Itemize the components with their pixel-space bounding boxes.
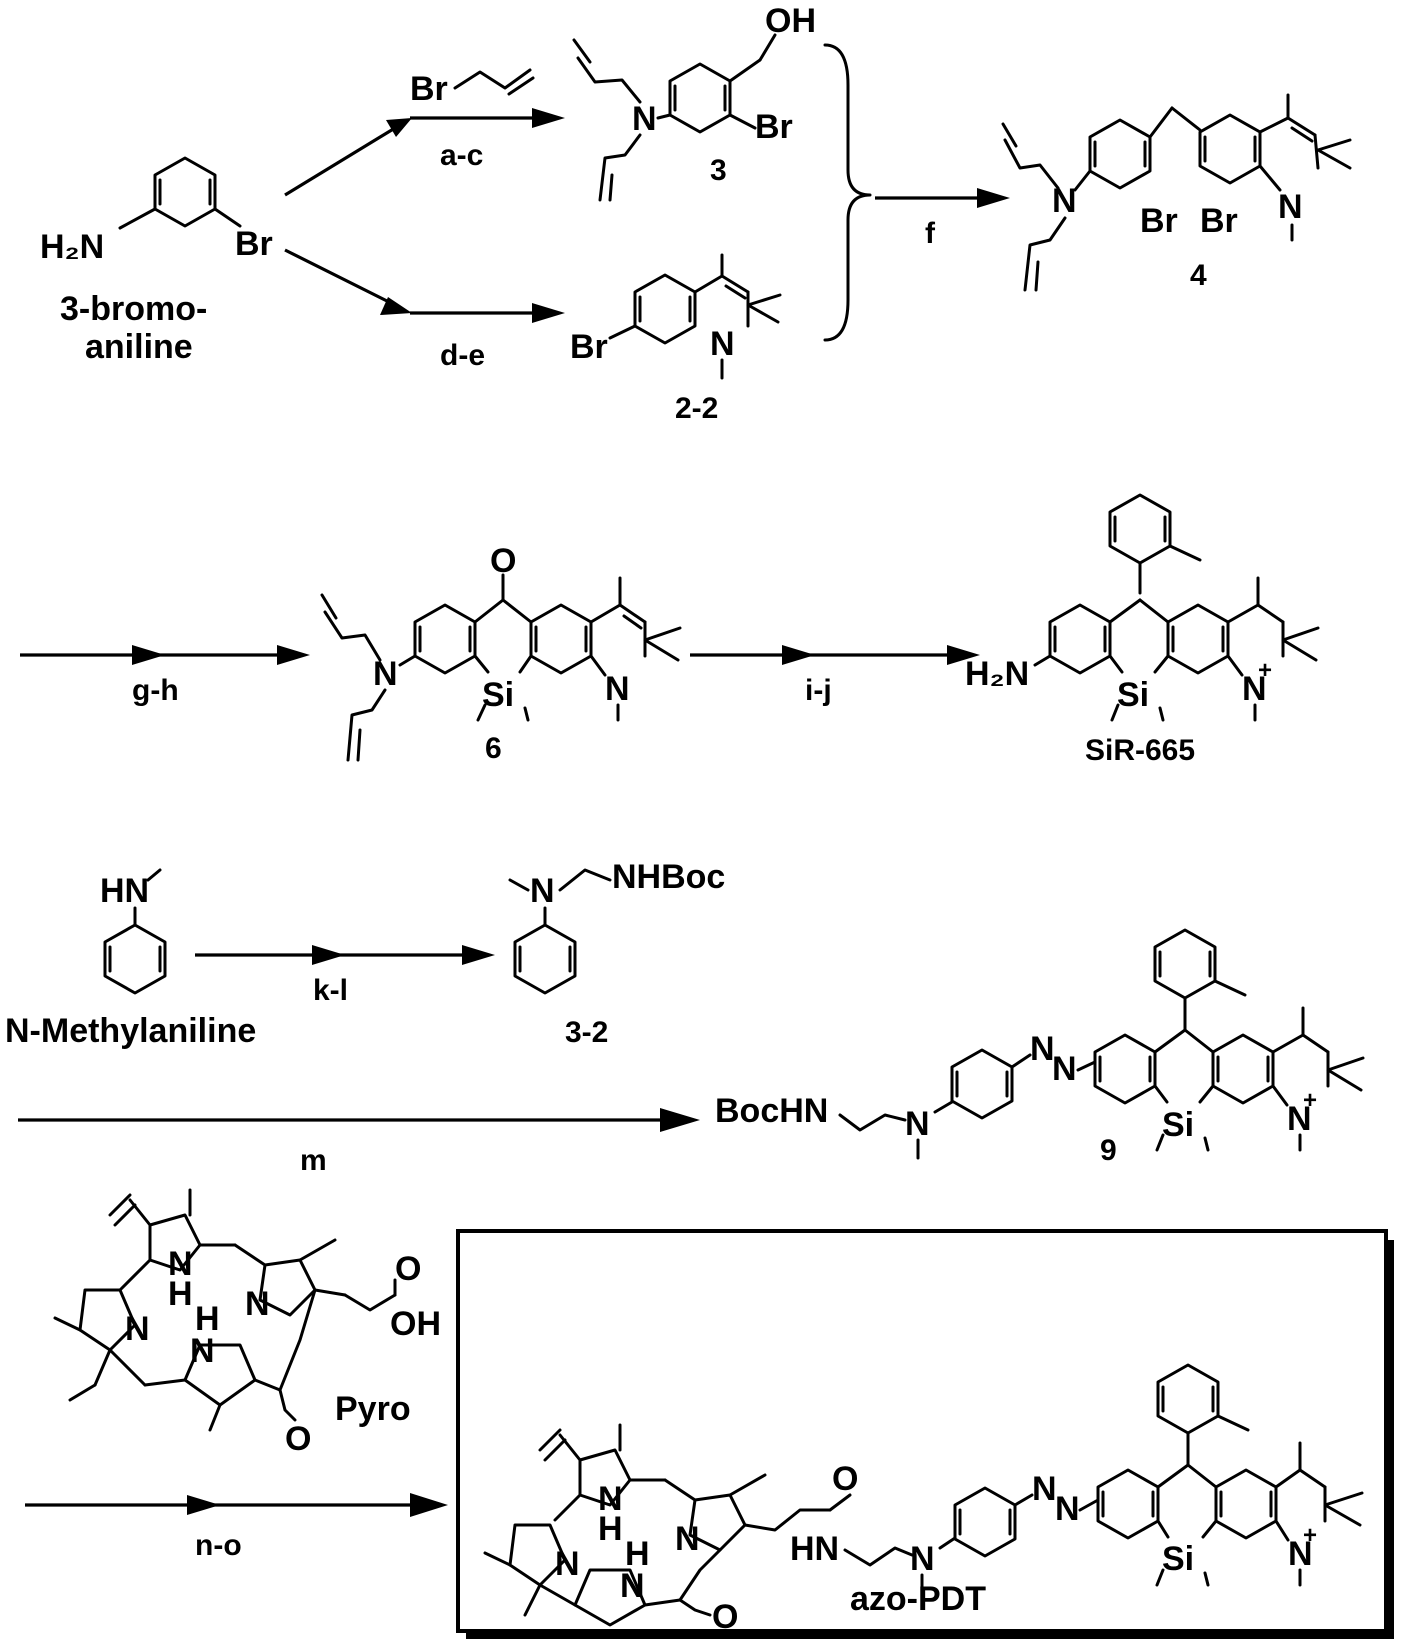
reagent-label-ij: i-j bbox=[805, 674, 832, 707]
compound-4: N Br Br N 4 bbox=[1001, 93, 1352, 292]
compound-number-6: 6 bbox=[485, 732, 502, 765]
cation-plus-label: + bbox=[1303, 1087, 1317, 1114]
pyrrole-nitrogen-1: N bbox=[598, 1480, 623, 1518]
reagent-label-m: m bbox=[300, 1144, 327, 1177]
pyrrole-hydrogen-1: H bbox=[168, 1275, 193, 1313]
nitrogen-ring-label: N bbox=[1278, 188, 1303, 226]
compound-2-2: N Br 2-2 bbox=[570, 253, 782, 425]
reagent-label-f: f bbox=[925, 217, 936, 250]
compound-number-2-2: 2-2 bbox=[675, 392, 718, 425]
amine-nitrogen-label: N bbox=[910, 1540, 935, 1578]
nitrogen-ring-label: N bbox=[605, 670, 630, 708]
compound-pyro: N H O OH N N H N O Pyro bbox=[53, 1188, 441, 1458]
product-box-azo-pdt: N H N O HN N N N S bbox=[456, 1229, 1394, 1639]
imine-nitrogen-3: N bbox=[555, 1545, 580, 1583]
bochn-label: BocHN bbox=[715, 1092, 828, 1130]
pyrrole-hydrogen-4: H bbox=[625, 1535, 650, 1573]
arrow-gh: g-h bbox=[20, 645, 310, 707]
silicon-label: Si bbox=[1162, 1106, 1194, 1144]
amine-label: HN bbox=[100, 872, 149, 910]
compound-n-methylaniline: HN N-Methylaniline bbox=[5, 868, 256, 1050]
compound-6: O Si N N 6 bbox=[320, 542, 682, 765]
compound-name-n-methylaniline: N-Methylaniline bbox=[5, 1012, 256, 1050]
compound-3-bromoaniline: H₂N Br 3-bromo- aniline bbox=[40, 156, 273, 366]
compound-number-3: 3 bbox=[710, 154, 727, 187]
silicon-label: Si bbox=[1117, 676, 1149, 714]
reagent-allyl-bromide: Br bbox=[410, 70, 448, 108]
compound-number-4: 4 bbox=[1190, 259, 1207, 292]
compound-3-2: N NHBoc 3-2 bbox=[508, 858, 725, 1049]
reagent-label-no: n-o bbox=[195, 1529, 242, 1562]
arrow-ij: i-j bbox=[690, 645, 980, 707]
compound-9: BocHN N N N Si N bbox=[715, 928, 1365, 1167]
compound-sir-665: Si N + H₂N SiR-665 bbox=[965, 493, 1320, 767]
pyrrole-nitrogen-4: N bbox=[190, 1332, 215, 1370]
nitrogen-label: N bbox=[373, 655, 398, 693]
ketone-oxygen-label: O bbox=[712, 1598, 738, 1636]
reagent-label-de: d-e bbox=[440, 339, 485, 372]
converging-brace: f bbox=[823, 43, 1010, 342]
azo-nitrogen-1: N bbox=[1032, 1470, 1057, 1508]
compound-name-azo-pdt: azo-PDT bbox=[850, 1580, 986, 1618]
pyrrole-nitrogen-4: N bbox=[620, 1567, 645, 1605]
nhboc-label: NHBoc bbox=[612, 858, 725, 896]
silicon-label: Si bbox=[482, 676, 514, 714]
imine-nitrogen-2: N bbox=[245, 1285, 270, 1323]
compound-name-pyro: Pyro bbox=[335, 1390, 411, 1428]
bromo-label: Br bbox=[755, 108, 793, 146]
cation-plus-label: + bbox=[1303, 1522, 1317, 1549]
azo-nitrogen-1: N bbox=[1030, 1030, 1055, 1068]
reagent-label-gh: g-h bbox=[132, 674, 179, 707]
nitrogen-label: N bbox=[710, 325, 735, 363]
bromo-label-2: Br bbox=[1200, 202, 1238, 240]
compound-number-3-2: 3-2 bbox=[565, 1016, 608, 1049]
hydroxyl-label: OH bbox=[765, 2, 816, 40]
compound-3: OH Br N 3 bbox=[572, 2, 816, 202]
ketone-oxygen-label: O bbox=[490, 542, 516, 580]
bromo-label: Br bbox=[235, 225, 273, 263]
imine-nitrogen-2: N bbox=[675, 1520, 700, 1558]
reagent-label-ac: a-c bbox=[440, 139, 483, 172]
compound-number-9: 9 bbox=[1100, 1134, 1117, 1167]
pyrrole-hydrogen-4: H bbox=[195, 1300, 220, 1338]
carboxyl-oh-label: OH bbox=[390, 1305, 441, 1343]
pyrrole-hydrogen-1: H bbox=[598, 1510, 623, 1548]
pyrrole-nitrogen-1: N bbox=[168, 1245, 193, 1283]
arrow-kl: k-l bbox=[195, 945, 495, 1007]
nitrogen-ring-label: N bbox=[1242, 670, 1267, 708]
compound-name-sir-665: SiR-665 bbox=[1085, 734, 1195, 767]
amine-label: H₂N bbox=[40, 228, 104, 266]
imine-nitrogen-3: N bbox=[125, 1310, 150, 1348]
arrow-m: m bbox=[18, 1108, 700, 1177]
amide-nh-label: HN bbox=[790, 1530, 839, 1568]
amide-oxygen-label: O bbox=[832, 1460, 858, 1498]
bromo-label-1: Br bbox=[1140, 202, 1178, 240]
nitrogen-ring-label: N bbox=[1288, 1535, 1313, 1573]
nitrogen-label: N bbox=[1052, 182, 1077, 220]
ketone-oxygen-label: O bbox=[285, 1420, 311, 1458]
reagent-label-kl: k-l bbox=[313, 974, 348, 1007]
nitrogen-ring-label: N bbox=[1287, 1100, 1312, 1138]
cation-plus-label: + bbox=[1258, 657, 1272, 684]
nitrogen-label: N bbox=[530, 872, 555, 910]
carbonyl-oxygen-label: O bbox=[395, 1250, 421, 1288]
bromo-label: Br bbox=[570, 328, 608, 366]
azo-nitrogen-2: N bbox=[1055, 1490, 1080, 1528]
compound-name-line1: 3-bromo- bbox=[60, 290, 207, 328]
nitrogen-label: N bbox=[905, 1105, 930, 1143]
arrow-branch-up: Br a-c bbox=[284, 68, 565, 197]
arrow-no: n-o bbox=[25, 1493, 448, 1562]
azo-nitrogen-2: N bbox=[1052, 1050, 1077, 1088]
compound-name-line2: aniline bbox=[85, 328, 193, 366]
amine-label: H₂N bbox=[965, 655, 1029, 693]
silicon-label: Si bbox=[1162, 1540, 1194, 1578]
arrow-branch-down: d-e bbox=[284, 248, 565, 372]
nitrogen-label: N bbox=[632, 100, 657, 138]
